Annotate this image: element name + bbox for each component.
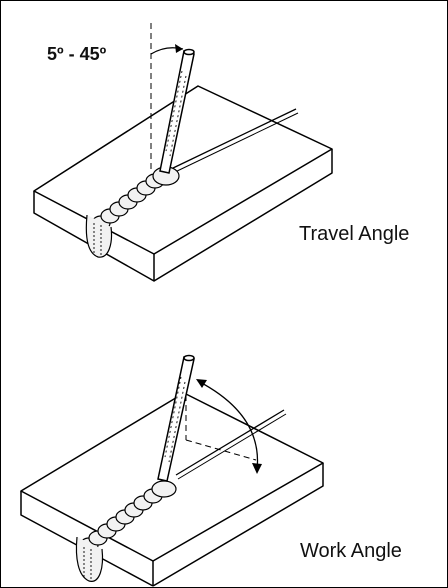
arc-arrowhead-top bbox=[196, 379, 207, 388]
travel-angle-panel: 5º - 45º Travel Angle bbox=[1, 1, 447, 293]
travel-angle-caption: Travel Angle bbox=[299, 223, 410, 245]
arc-arrowhead-bottom bbox=[252, 463, 262, 474]
horizontal-reference-line bbox=[185, 439, 257, 461]
weld-bead bbox=[85, 166, 180, 258]
electrode bbox=[157, 354, 195, 482]
arc-arrowhead bbox=[175, 44, 183, 53]
angle-arc bbox=[197, 380, 259, 471]
work-angle-panel: Work Angle bbox=[1, 293, 447, 587]
joint-line bbox=[175, 409, 287, 480]
work-angle-caption: Work Angle bbox=[300, 540, 402, 562]
joint-line bbox=[170, 108, 299, 174]
electrode bbox=[159, 48, 195, 174]
weld-bead bbox=[75, 480, 177, 582]
travel-angle-illustration bbox=[33, 23, 333, 282]
work-angle-illustration bbox=[20, 354, 324, 587]
workpiece-plate bbox=[33, 85, 333, 282]
travel-angle-range-label: 5º - 45º bbox=[47, 44, 107, 64]
